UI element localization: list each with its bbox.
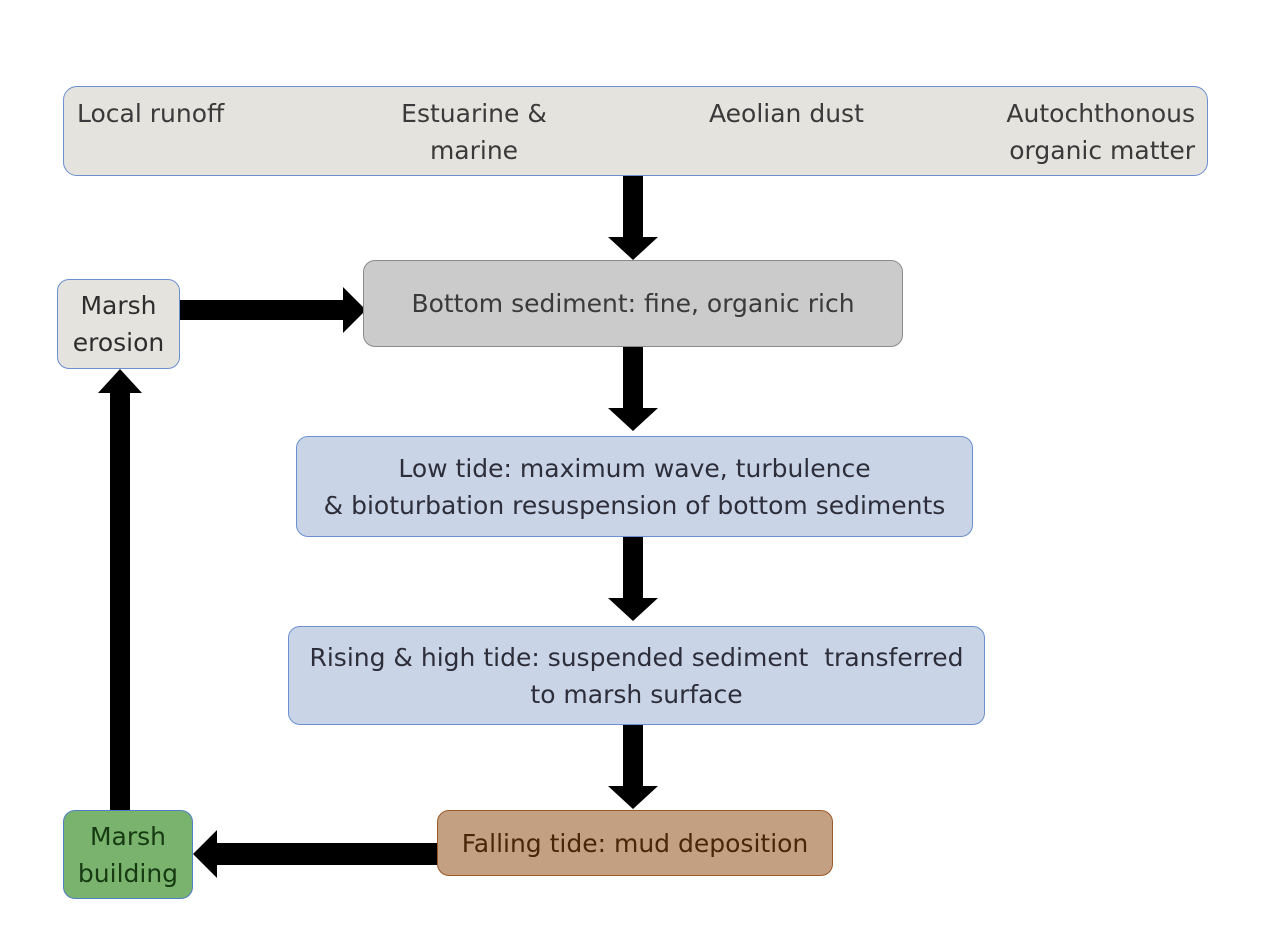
source-aeolian-dust: Aeolian dust [709, 99, 864, 128]
arrow-falling-to-building [193, 830, 437, 878]
arrow-sources-to-bottom [608, 175, 658, 260]
bottom-sediment-box: Bottom sediment: fine, organic rich [363, 260, 903, 347]
marsh-building-box: Marsh building [63, 810, 193, 899]
falling-tide-box: Falling tide: mud deposition [437, 810, 833, 876]
arrow-building-to-erosion [98, 369, 142, 810]
arrow-low-to-rising-tide [608, 537, 658, 621]
arrow-rising-to-falling-tide [608, 725, 658, 809]
source-estuarine-marine: Estuarine & marine [401, 99, 547, 165]
arrow-erosion-to-bottom [180, 287, 366, 333]
marsh-erosion-box: Marsh erosion [57, 279, 180, 369]
source-local-runoff: Local runoff [77, 99, 225, 128]
arrow-bottom-to-low-tide [608, 347, 658, 431]
source-autochthonous-organic: Autochthonous organic matter [1006, 99, 1195, 165]
rising-tide-box: Rising & high tide: suspended sediment t… [288, 626, 985, 725]
low-tide-box: Low tide: maximum wave, turbulence & bio… [296, 436, 973, 537]
sources-box: Local runoff Estuarine & marine Aeolian … [63, 86, 1208, 176]
